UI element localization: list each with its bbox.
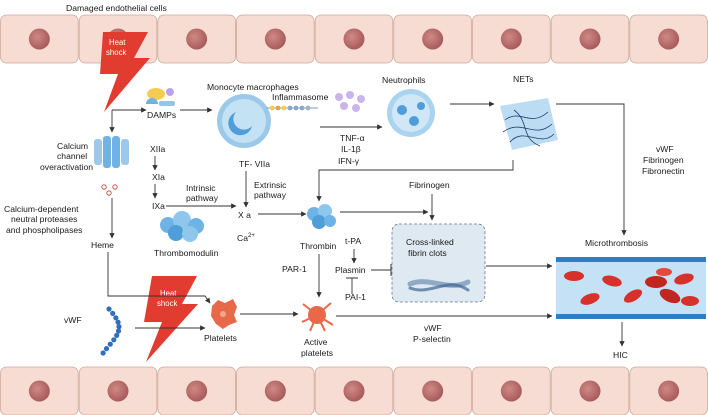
cell-nucleus xyxy=(658,28,680,50)
macrophage-icon xyxy=(217,94,271,148)
label-ixa: IXa xyxy=(152,201,165,211)
label-fibronectin-right: Fibronectin xyxy=(642,166,685,176)
cell-nucleus xyxy=(579,28,601,50)
label-tf-viia: TF- VIIa xyxy=(239,159,270,169)
cell-nucleus xyxy=(28,380,50,402)
platelet-icon xyxy=(211,299,237,329)
label-thrombin: Thrombin xyxy=(300,241,337,251)
label-xia: XIa xyxy=(152,172,165,182)
vwf-bead xyxy=(106,306,112,312)
cell-nucleus xyxy=(422,380,444,402)
label-intrinsic-1: Intrinsic xyxy=(186,183,216,193)
neutrophil-icon xyxy=(387,89,435,137)
cell-nucleus xyxy=(658,380,680,402)
label-heat-shock-top-1: Heat xyxy=(109,38,126,47)
nets-icon xyxy=(500,98,558,150)
vwf-bead xyxy=(111,337,117,343)
cell-nucleus xyxy=(186,380,208,402)
cytokines-icon xyxy=(335,91,365,112)
label-xa: X a xyxy=(238,210,251,220)
cell-nucleus xyxy=(28,28,50,50)
label-neutral-3: and phospholipases xyxy=(6,225,82,235)
label-heat-shock-bottom-2: shock xyxy=(157,299,177,308)
vwf-bead xyxy=(107,341,113,347)
vwf-bead xyxy=(110,310,116,316)
label-heme: Heme xyxy=(91,240,114,250)
label-platelets: Platelets xyxy=(204,333,237,343)
label-intrinsic-2: pathway xyxy=(186,193,219,203)
endothelial-cell-row-top xyxy=(0,14,708,64)
label-vwf-left: vWF xyxy=(64,315,82,325)
label-nets: NETs xyxy=(513,74,534,84)
label-ifng: IFN-γ xyxy=(338,156,360,166)
label-active-1: Active xyxy=(304,337,328,347)
thrombin-icon xyxy=(307,204,336,229)
label-plasmin: Plasmin xyxy=(335,265,366,275)
label-ca: Ca2+ xyxy=(237,233,255,243)
damps-icon xyxy=(146,88,175,106)
label-damps: DAMPs xyxy=(147,110,176,120)
vwf-bead xyxy=(115,328,122,334)
cell-nucleus xyxy=(264,28,286,50)
vwf-beads-icon xyxy=(100,306,122,356)
label-damaged-cells: Damaged endothelial cells xyxy=(66,3,167,13)
heat-shock-icon-top: Heat shock xyxy=(100,32,150,112)
label-crosslinked-1: Cross-linked xyxy=(406,237,454,247)
label-monocyte: Monocyte macrophages xyxy=(207,82,299,92)
label-hic: HIC xyxy=(613,350,628,360)
cell-nucleus xyxy=(107,380,129,402)
label-pai1: PAI-1 xyxy=(345,292,366,302)
cell-nucleus xyxy=(500,380,522,402)
label-neutral-2: neutral proteases xyxy=(11,214,77,224)
cell-nucleus xyxy=(186,28,208,50)
label-extrinsic-1: Extrinsic xyxy=(254,180,287,190)
label-par1: PAR-1 xyxy=(282,264,307,274)
label-fibrinogen: Fibrinogen xyxy=(409,180,450,190)
label-crosslinked-2: fibrin clots xyxy=(408,248,447,258)
cell-nucleus xyxy=(343,380,365,402)
label-extrinsic-2: pathway xyxy=(254,190,287,200)
label-vwf-psel-2: P-selectin xyxy=(413,334,451,344)
label-heat-shock-top-2: shock xyxy=(106,48,126,57)
label-neutrophils: Neutrophils xyxy=(382,75,425,85)
arrows xyxy=(107,101,627,347)
label-tpa: t-PA xyxy=(345,236,361,246)
label-heat-shock-bottom-1: Heat xyxy=(160,289,177,298)
label-vwf-psel-1: vWF xyxy=(424,323,442,333)
cell-nucleus xyxy=(264,380,286,402)
label-microthrombosis: Microthrombosis xyxy=(585,238,648,248)
label-calcium-3: overactivation xyxy=(40,162,93,172)
endothelial-cell-row-bottom xyxy=(0,366,708,415)
label-inflammasome: Inflammasome xyxy=(272,92,329,102)
label-tnf: TNF-α xyxy=(340,133,365,143)
cell-nucleus xyxy=(579,380,601,402)
blood-vessel-icon xyxy=(556,257,706,319)
vwf-bead xyxy=(115,319,121,325)
label-active-2: platelets xyxy=(301,348,333,358)
thrombomodulin-icon xyxy=(160,211,204,242)
label-calcium-2: channel xyxy=(57,151,87,161)
vwf-bead xyxy=(103,346,110,352)
label-il1b: IL-1β xyxy=(341,144,361,154)
label-xiia: XIIa xyxy=(150,144,166,154)
label-calcium-1: Calcium xyxy=(57,141,88,151)
vwf-bead xyxy=(113,315,119,321)
heat-shock-icon-bottom: Heat shock xyxy=(144,276,198,362)
cell-nucleus xyxy=(343,28,365,50)
label-thrombomodulin: Thrombomodulin xyxy=(154,248,219,258)
fibrin-clot-box xyxy=(391,223,486,303)
vwf-bead xyxy=(116,324,122,330)
inflammasome-icon xyxy=(266,105,318,111)
vwf-bead xyxy=(100,350,106,356)
active-platelet-icon xyxy=(301,302,334,332)
vwf-bead xyxy=(114,332,120,338)
calcium-channel-icon xyxy=(94,136,129,196)
label-fibrinogen-right: Fibrinogen xyxy=(643,155,684,165)
cell-nucleus xyxy=(500,28,522,50)
label-vwf-right: vWF xyxy=(656,144,674,154)
label-neutral-1: Calcium-dependent xyxy=(4,204,79,214)
cell-nucleus xyxy=(422,28,444,50)
